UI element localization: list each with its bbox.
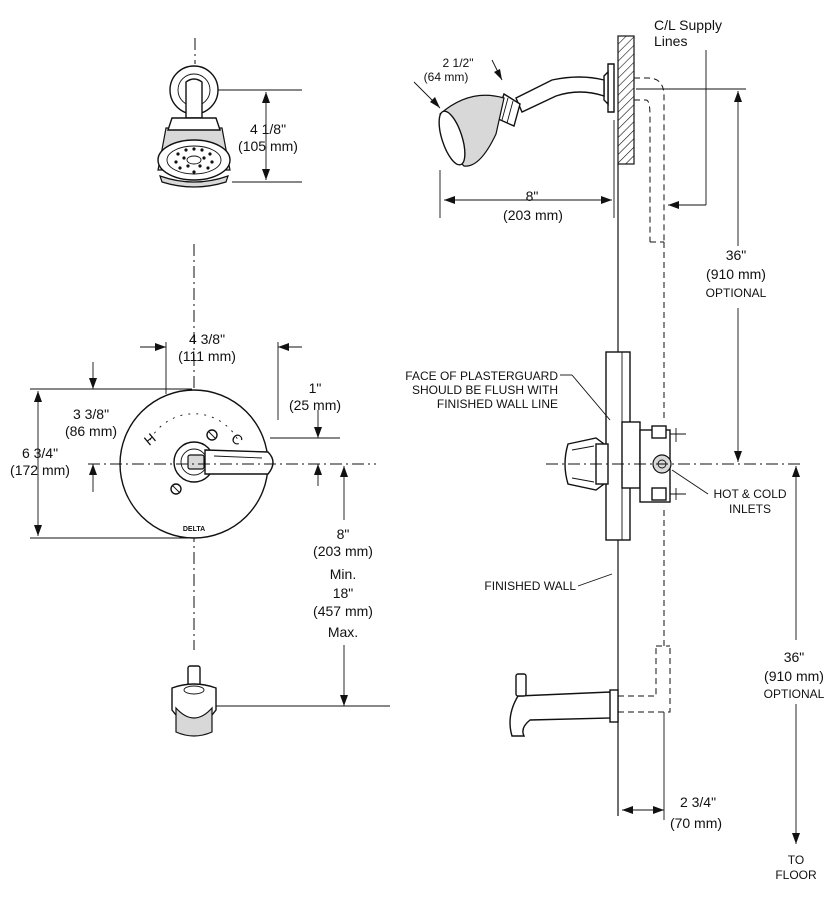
to-floor-label-1: TO (788, 853, 804, 867)
plate-width-label-2: (111 mm) (178, 348, 236, 364)
spout-distance-label-4: 18" (333, 585, 354, 601)
to-floor-label-2: FLOOR (775, 868, 817, 882)
upper-height-label-2: (910 mm) (706, 266, 766, 282)
handle-offset-label-2: (25 mm) (289, 397, 341, 413)
lower-height-label-3: OPTIONAL (764, 687, 825, 701)
tub-spout-front-view (171, 665, 390, 737)
showerhead-front-view: 4 1/8" (105 mm) (157, 38, 302, 188)
upper-height-label-1: 36" (726, 247, 747, 263)
upper-height-label-3: OPTIONAL (706, 286, 767, 300)
spout-distance-label-3: Min. (330, 566, 356, 582)
valve-trim-front-view: 4 3/8" (111 mm) H C DELTA 6 3/4" (172 mm… (10, 331, 376, 706)
arm-reach-label-1: 8" (526, 188, 539, 204)
showerhead-height-label-2: (105 mm) (238, 138, 298, 154)
plate-upper-label-2: (86 mm) (65, 423, 117, 439)
inlets-label-1: HOT & COLD (713, 487, 786, 501)
plate-height-label-1: 6 3/4" (22, 445, 58, 461)
supply-lines-label-1: C/L Supply (654, 17, 722, 33)
spout-distance-label-2: (203 mm) (313, 543, 373, 559)
arm-reach-label-2: (203 mm) (503, 207, 563, 223)
plate-upper-label-1: 3 3/8" (73, 406, 109, 422)
side-elevation-view: 2 1/2" (64 mm) 8" (203 mm) C/L Supply Li… (405, 17, 824, 882)
spout-distance-label-5: (457 mm) (313, 603, 373, 619)
lower-height-label-2: (910 mm) (764, 668, 824, 684)
inlets-label-2: INLETS (729, 502, 771, 516)
spout-distance-label-1: 8" (337, 526, 350, 542)
showerhead-height-label-1: 4 1/8" (250, 121, 286, 137)
spout-distance-label-6: Max. (328, 624, 358, 640)
finished-wall-label: FINISHED WALL (484, 579, 576, 593)
lower-height-label-1: 36" (784, 649, 805, 665)
plasterguard-label-2: SHOULD BE FLUSH WITH (412, 383, 558, 397)
head-dia-label-2: (64 mm) (424, 70, 469, 84)
spout-reach-label-2: (70 mm) (670, 815, 722, 831)
handle-offset-label-1: 1" (309, 380, 322, 396)
supply-lines-label-2: Lines (654, 33, 687, 49)
plate-height-label-2: (172 mm) (10, 462, 70, 478)
spout-reach-label-1: 2 3/4" (680, 794, 716, 810)
plate-width-label-1: 4 3/8" (189, 331, 225, 347)
brand-label: DELTA (183, 526, 205, 533)
head-dia-label-1: 2 1/2" (443, 56, 474, 70)
plasterguard-label-3: FINISHED WALL LINE (437, 397, 558, 411)
plasterguard-label-1: FACE OF PLASTERGUARD (405, 369, 558, 383)
